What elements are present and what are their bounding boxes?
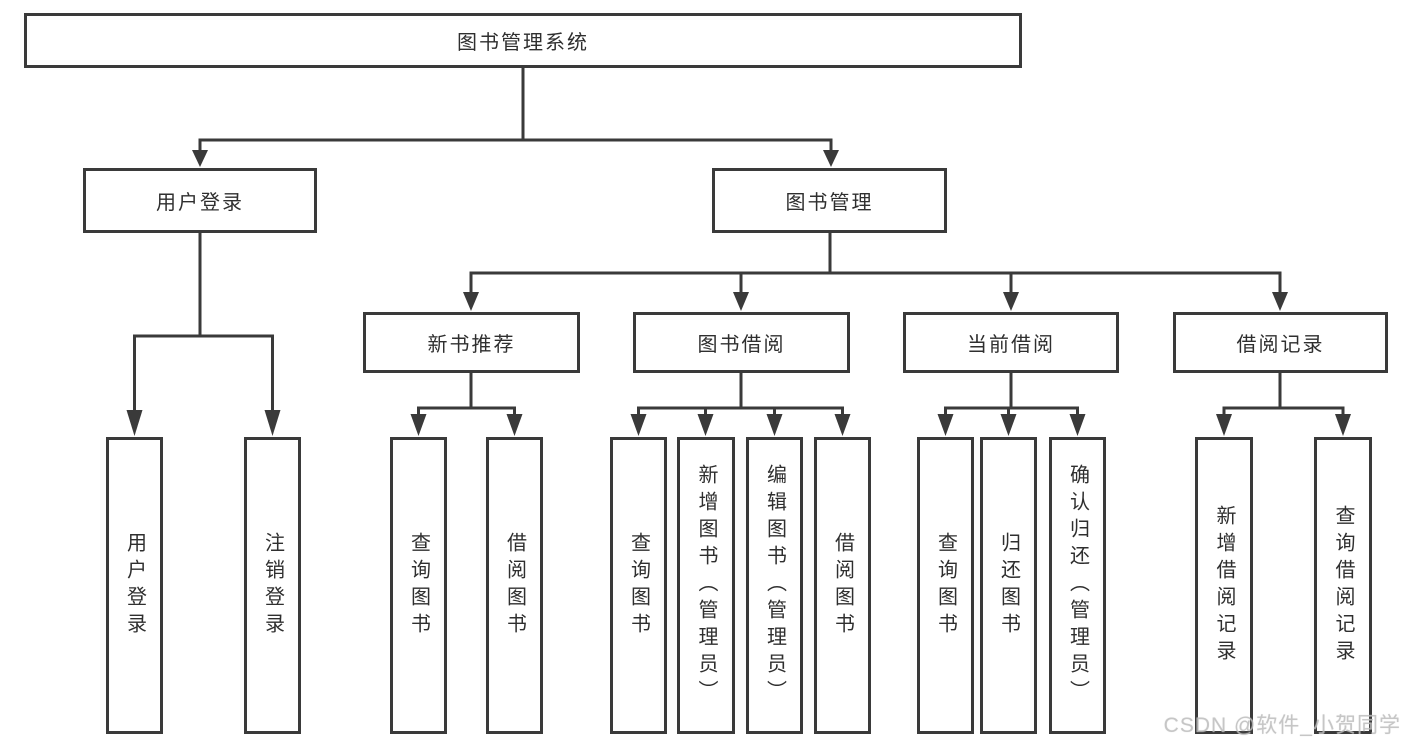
leaf-query-books-recommend: 查询图书 bbox=[390, 437, 447, 734]
leaf-user-login: 用户登录 bbox=[106, 437, 163, 734]
leaf-add-borrow-record: 新增借阅记录 bbox=[1195, 437, 1253, 734]
node-book-borrowing: 图书借阅 bbox=[633, 312, 850, 373]
leaf-borrow-books-recommend: 借阅图书 bbox=[486, 437, 543, 734]
leaf-label: 新增图书（管理员） bbox=[695, 464, 717, 707]
leaf-label: 确认归还（管理员） bbox=[1066, 464, 1089, 707]
leaf-logout: 注销登录 bbox=[244, 437, 301, 734]
leaf-label: 查询图书 bbox=[627, 531, 650, 640]
leaf-add-books-admin: 新增图书（管理员） bbox=[677, 437, 735, 734]
node-current-borrowing: 当前借阅 bbox=[903, 312, 1119, 373]
node-borrowing-records: 借阅记录 bbox=[1173, 312, 1388, 373]
leaf-label: 注销登录 bbox=[261, 531, 284, 640]
leaf-label: 借阅图书 bbox=[503, 531, 526, 640]
leaf-label: 借阅图书 bbox=[831, 531, 854, 640]
leaf-label: 归还图书 bbox=[997, 531, 1020, 640]
leaf-query-books-current: 查询图书 bbox=[917, 437, 974, 734]
leaf-query-books-borrow: 查询图书 bbox=[610, 437, 667, 734]
arrowheads bbox=[126, 150, 1351, 436]
node-root-system: 图书管理系统 bbox=[24, 13, 1022, 68]
leaf-label: 查询图书 bbox=[407, 531, 430, 640]
leaf-label: 新增借阅记录 bbox=[1213, 504, 1235, 667]
leaf-label: 用户登录 bbox=[123, 531, 146, 640]
leaf-label: 查询图书 bbox=[934, 531, 957, 640]
leaf-label: 编辑图书（管理员） bbox=[763, 464, 786, 707]
node-new-book-recommend: 新书推荐 bbox=[363, 312, 580, 373]
leaf-borrow-books: 借阅图书 bbox=[814, 437, 871, 734]
csdn-watermark: CSDN @软件_小贺同学 bbox=[1163, 714, 1401, 737]
node-book-management: 图书管理 bbox=[712, 168, 947, 233]
leaf-confirm-return-admin: 确认归还（管理员） bbox=[1049, 437, 1106, 734]
leaf-query-borrow-record: 查询借阅记录 bbox=[1314, 437, 1372, 734]
leaf-edit-books-admin: 编辑图书（管理员） bbox=[746, 437, 803, 734]
node-user-login: 用户登录 bbox=[83, 168, 317, 233]
leaf-label: 查询借阅记录 bbox=[1332, 504, 1354, 667]
leaf-return-books: 归还图书 bbox=[980, 437, 1037, 734]
